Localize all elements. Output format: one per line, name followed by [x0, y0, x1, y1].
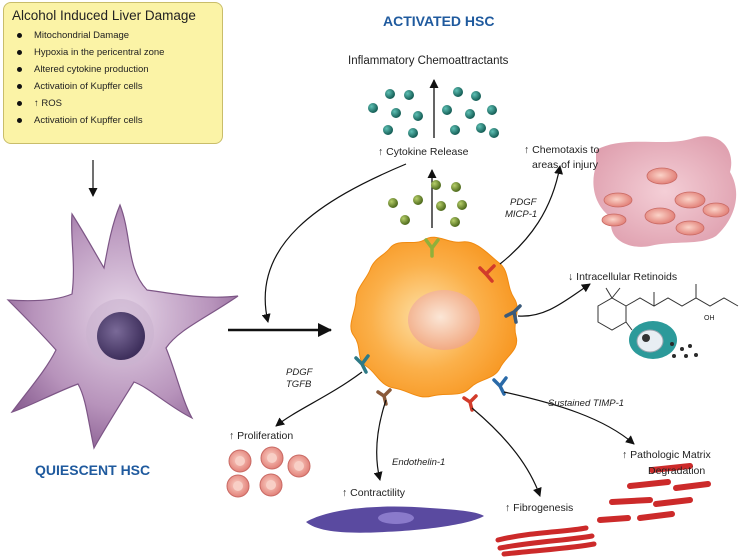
matrix-label-line2: Degradation — [648, 465, 706, 477]
quiescent-hsc-cell — [6, 203, 239, 450]
quiescent-nucleus — [97, 312, 145, 360]
list-item: Activatioin of Kupffer cells — [12, 112, 214, 129]
matrix-arrow — [503, 391, 635, 445]
contractile-cell — [306, 506, 484, 533]
degraded-matrix-fragments — [597, 463, 711, 523]
list-item: Activatioin of Kupffer cells — [12, 78, 214, 95]
activated-hsc-title: ACTIVATED HSC — [383, 13, 495, 29]
quiescent-hsc-title: QUIESCENT HSC — [35, 462, 151, 478]
matrix-label-line1: ↑ Pathologic Matrix — [622, 449, 711, 461]
retinoid-molecule — [597, 284, 739, 331]
green-cytokine-dots — [388, 180, 467, 227]
receptor-bottom — [462, 394, 478, 412]
pdgf-label: PDGF — [510, 197, 537, 208]
retinoid-oh-label: OH — [704, 315, 715, 322]
receptor-top — [424, 238, 440, 258]
teal-chemoattractant-dots — [368, 87, 499, 138]
damage-list: Mitochondrial Damage Hypoxia in the peri… — [12, 27, 214, 129]
retinoids-label: ↓ Intracellular Retinoids — [568, 271, 678, 283]
proliferating-cells — [226, 446, 311, 498]
endothelin-label: Endothelin-1 — [392, 457, 446, 468]
activated-hsc-cell — [350, 236, 518, 398]
collagen-fibers — [495, 525, 597, 557]
proliferation-arrow — [275, 371, 363, 427]
proliferation-label: ↑ Proliferation — [229, 430, 294, 442]
chemotaxis-arrow — [499, 165, 563, 265]
cytokine-release-label: ↑ Cytokine Release — [378, 146, 469, 158]
fibrogenesis-arrow — [471, 407, 542, 497]
receptor-right — [504, 304, 522, 324]
feedback-arrow — [261, 163, 407, 323]
timp-label: Sustained TIMP-1 — [548, 398, 625, 409]
list-item: Hypoxia in the pericentral zone — [12, 44, 214, 61]
contractility-label: ↑ Contractility — [342, 487, 406, 499]
inflammatory-label: Inflammatory Chemoattractants — [348, 55, 509, 67]
micp-label: MICP-1 — [505, 209, 538, 220]
tgfb-label: TGFB — [286, 379, 312, 390]
pdgf-proliferation-label: PDGF — [286, 367, 313, 378]
receptor-lower-left — [354, 354, 370, 374]
fibrogenesis-label: ↑ Fibrogenesis — [505, 502, 574, 514]
alcohol-damage-box: Alcohol Induced Liver Damage Mitochondri… — [3, 2, 223, 144]
contractility-arrow — [373, 399, 387, 481]
list-item: Altered cytokine production — [12, 61, 214, 78]
list-item: Mitochondrial Damage — [12, 27, 214, 44]
receptor-bottom-left — [376, 388, 392, 406]
injured-tissue-matrix — [593, 136, 737, 247]
lipid-droplet-cell — [629, 321, 698, 359]
receptor-bottom-right — [492, 376, 508, 396]
list-item: ↑ ROS — [12, 95, 214, 112]
activated-nucleus — [408, 290, 480, 350]
chemotaxis-label-line2: areas of injury — [532, 159, 598, 171]
box-title: Alcohol Induced Liver Damage — [12, 8, 196, 23]
chemotaxis-label-line1: ↑ Chemotaxis to — [524, 144, 600, 156]
retinoid-arrow — [517, 283, 591, 317]
receptor-upper-right — [478, 264, 496, 283]
